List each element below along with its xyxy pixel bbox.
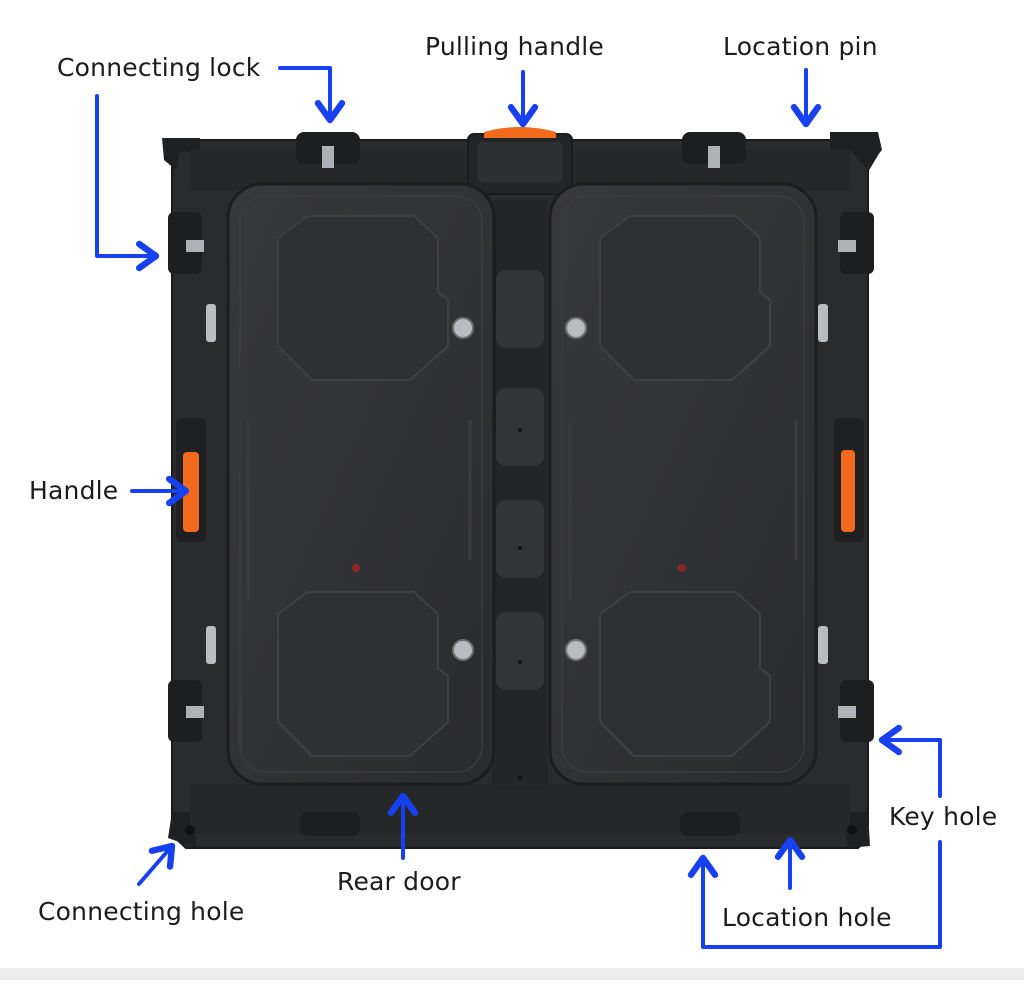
arrow-location-hole-bracket <box>687 840 942 949</box>
corner-top-right <box>830 132 882 168</box>
corner-top-left <box>162 138 200 170</box>
location-holes-bottom <box>185 812 857 836</box>
callout-arrows <box>95 66 942 949</box>
label-rear-door: Rear door <box>337 867 461 896</box>
center-spine <box>492 200 548 790</box>
side-locks-left <box>168 212 216 742</box>
rear-door-right <box>548 182 818 786</box>
label-key-hole: Key hole <box>889 802 998 831</box>
label-location-hole: Location hole <box>722 903 892 932</box>
side-locks-right <box>818 212 874 742</box>
pulling-handle <box>467 127 573 195</box>
side-handles <box>176 418 864 542</box>
label-connecting-hole: Connecting hole <box>38 897 245 926</box>
arrow-key-hole <box>878 724 942 798</box>
bottom-strip <box>0 968 1024 980</box>
label-location-pin: Location pin <box>723 32 878 61</box>
bottom-rail <box>190 784 850 834</box>
label-connecting-lock: Connecting lock <box>57 53 261 82</box>
label-pulling-handle: Pulling handle <box>425 32 604 61</box>
arrow-connecting-lock-side <box>95 94 160 272</box>
arrow-connecting-hole <box>137 842 176 886</box>
label-handle: Handle <box>29 476 119 505</box>
rear-door-left <box>226 182 496 786</box>
connecting-lock-top <box>296 132 746 168</box>
led-cabinet <box>162 127 882 849</box>
corner-bottom-left <box>168 812 196 848</box>
arrow-connecting-lock <box>278 66 346 124</box>
